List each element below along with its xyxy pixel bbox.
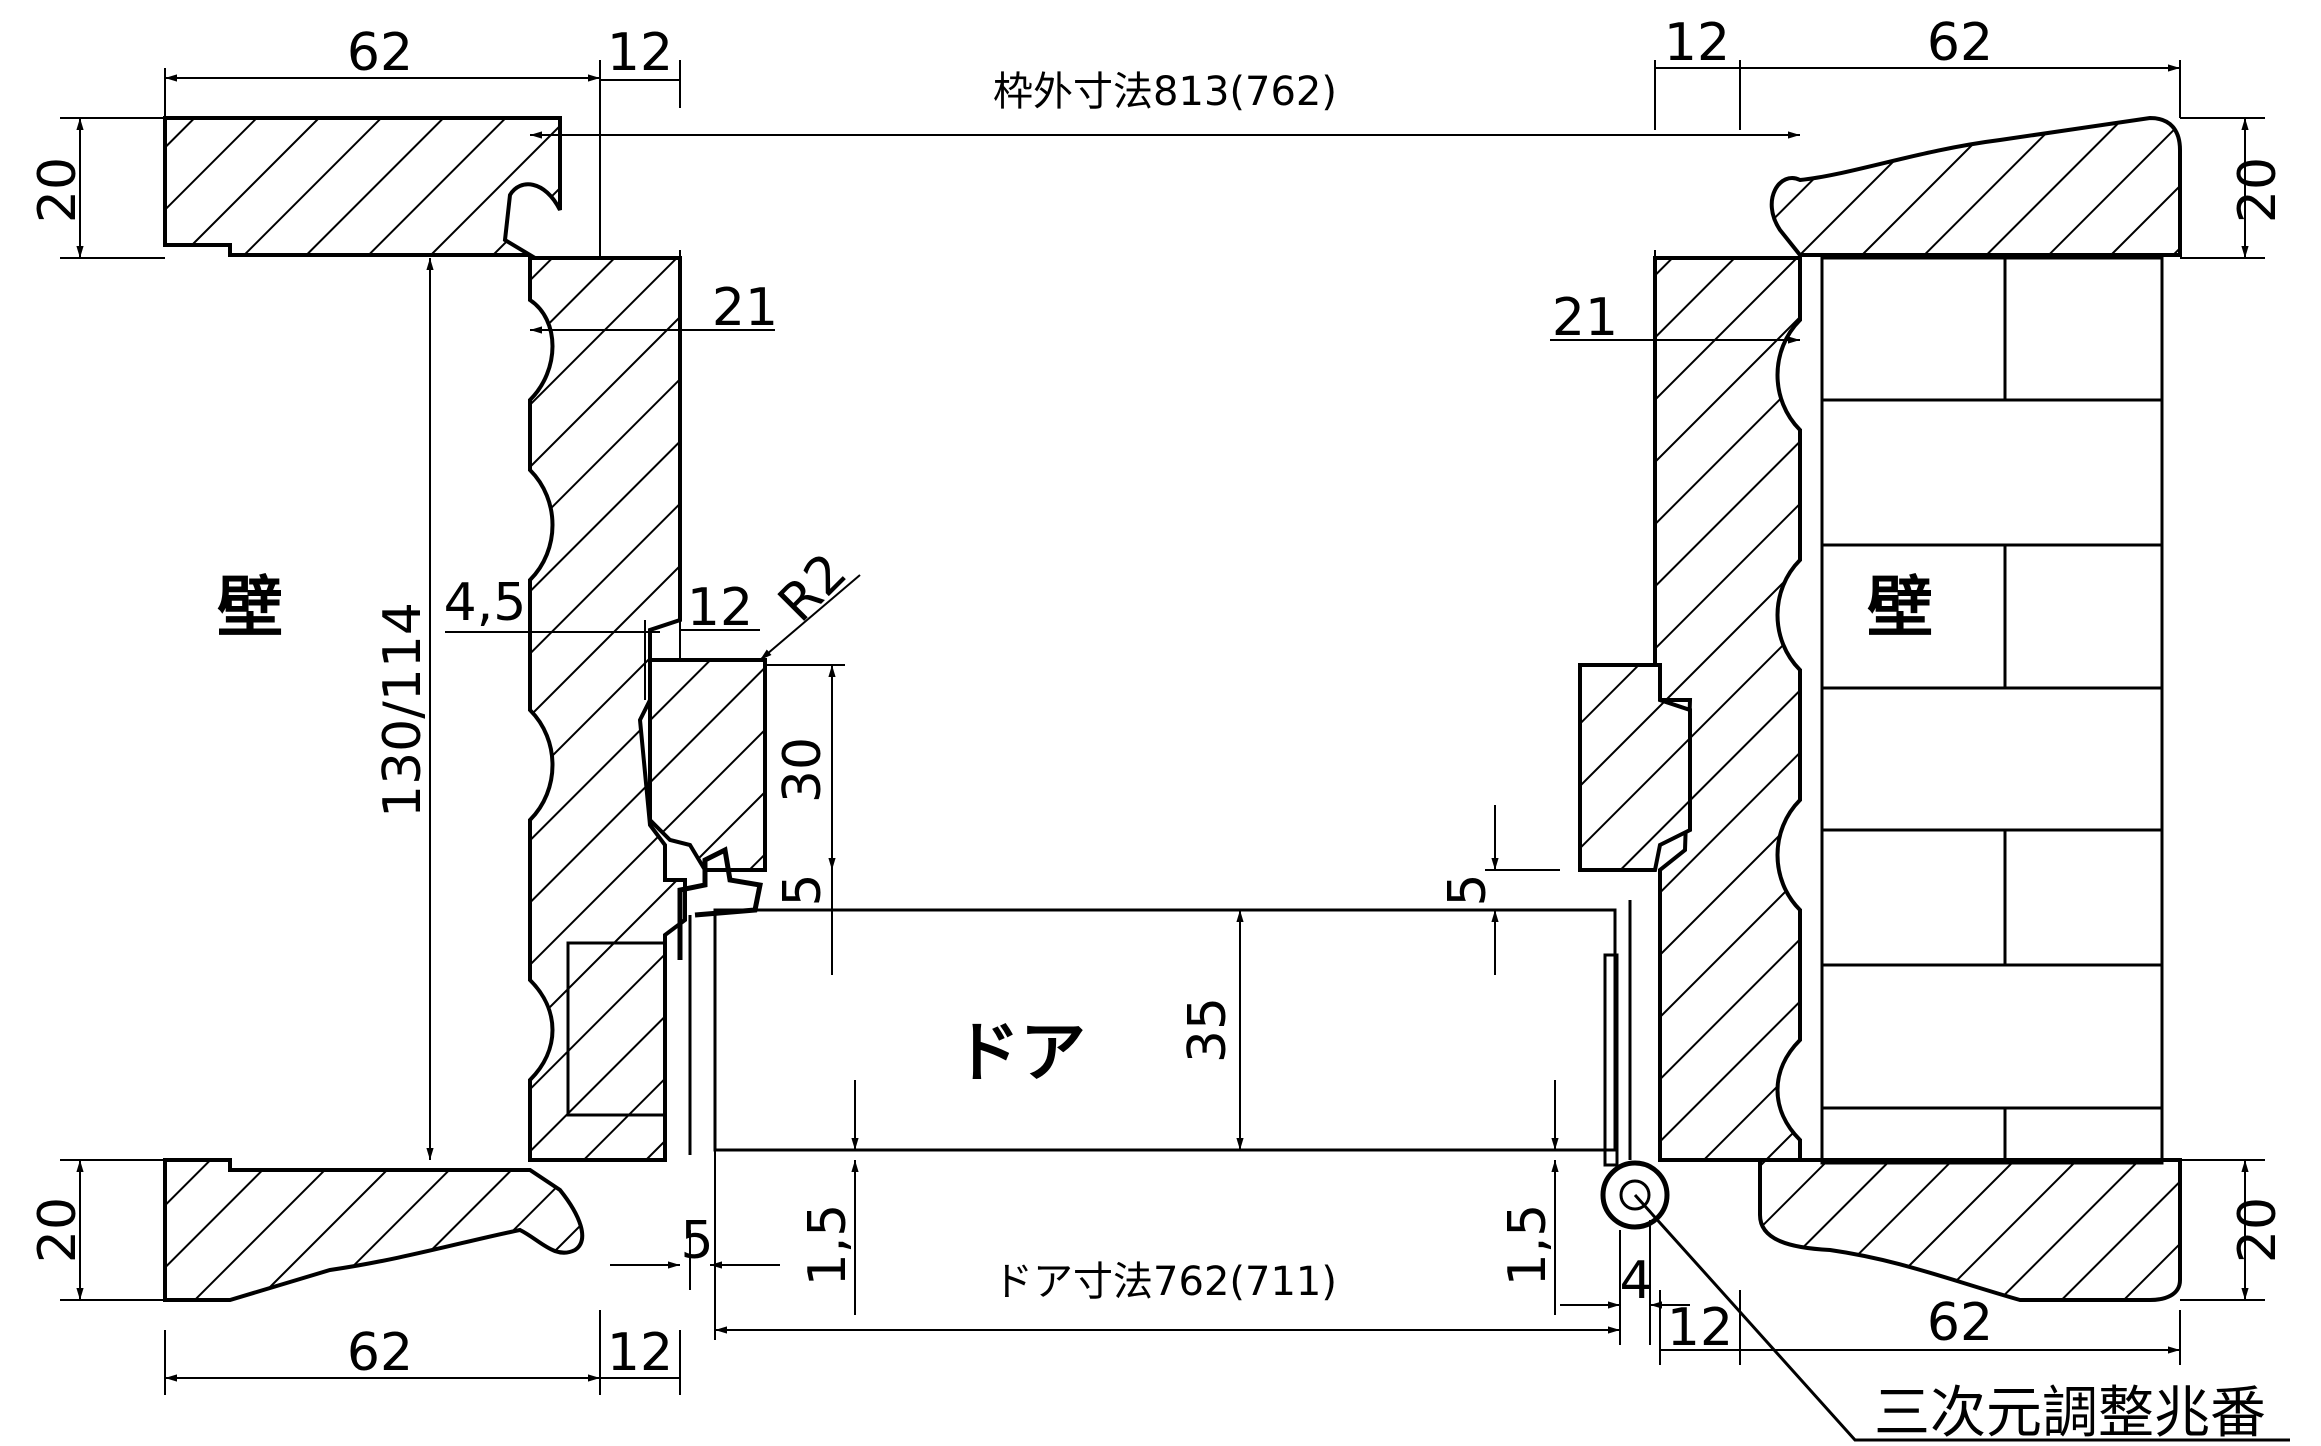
casing-bottom-left [163, 1158, 585, 1302]
dim-bottom-5: 5 [680, 1211, 713, 1271]
dim-top-left-62: 62 [347, 23, 413, 83]
jamb-right [1653, 256, 1802, 1162]
latch-hardware [677, 846, 763, 960]
dim-gap-5-left: 5 [773, 873, 833, 906]
dim-bottom-right-62: 62 [1927, 1293, 1993, 1353]
left-jamb-insert [566, 941, 667, 1117]
label-door: ドア [954, 1014, 1086, 1091]
dim-bottom-left-12: 12 [607, 1323, 673, 1383]
dim-bottom-1-5-right: 1,5 [1498, 1204, 1558, 1287]
dim-right-bottom-20: 20 [2228, 1197, 2288, 1263]
dim-top-right-62: 62 [1927, 13, 1993, 73]
label-wall-left: 壁 [217, 569, 283, 646]
dim-stop-12: 12 [687, 578, 753, 638]
dim-bottom-right-12: 12 [1667, 1298, 1733, 1358]
label-hinge: 三次元調整兆番 [1874, 1381, 2266, 1446]
casing-top-left [163, 116, 562, 257]
door-stop-left [648, 658, 767, 872]
dim-door-35: 35 [1178, 997, 1238, 1063]
dim-bottom-1-5-left: 1,5 [798, 1204, 858, 1287]
dim-top-right-12: 12 [1664, 13, 1730, 73]
hinge-pivot-icon [1600, 1160, 1670, 1230]
hinge-plate [1603, 953, 1619, 1167]
dim-left-top-20: 20 [28, 157, 88, 223]
dim-left-21: 21 [712, 278, 778, 338]
dimension-lines [60, 60, 2290, 1442]
dim-stop-30: 30 [773, 737, 833, 803]
label-wall-right: 壁 [1867, 569, 1933, 646]
dim-bottom-4: 4 [1619, 1251, 1652, 1311]
dim-gap-5-right: 5 [1438, 873, 1498, 906]
door-leaf [713, 908, 1617, 1152]
casing-top-right [1769, 115, 2182, 257]
casing-bottom-right [1758, 1158, 2182, 1302]
dim-offset-4-5: 4,5 [444, 573, 527, 633]
jamb-left [528, 256, 687, 1162]
brick-wall-right [1820, 256, 2164, 1165]
dim-right-top-20: 20 [2228, 157, 2288, 223]
dim-right-21: 21 [1552, 288, 1618, 348]
dim-left-bottom-20: 20 [28, 1197, 88, 1263]
dim-top-left-12: 12 [607, 23, 673, 83]
dim-height-130-114: 130/114 [373, 602, 433, 818]
dim-bottom-left-62: 62 [347, 1323, 413, 1383]
door-stop-right [1578, 663, 1692, 872]
dim-radius-r2: R2 [767, 542, 858, 633]
dim-door-size: ドア寸法762(711) [993, 1259, 1337, 1305]
dim-frame-outer: 枠外寸法813(762) [993, 69, 1337, 115]
